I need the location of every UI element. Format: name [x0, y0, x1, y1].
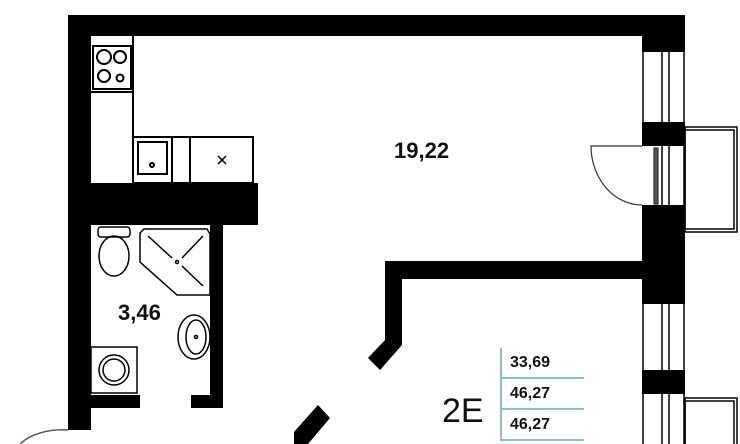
apartment-type: 2E	[442, 392, 484, 430]
kitchen	[91, 36, 254, 184]
area-row: 33,69	[502, 348, 584, 379]
bathroom-fixtures	[19, 226, 211, 444]
area-table: 33,69 46,27 46,27	[500, 348, 584, 441]
area-row: 46,27	[502, 410, 584, 441]
walls	[68, 15, 685, 444]
balcony-door	[590, 145, 659, 206]
area-row: 46,27	[502, 379, 584, 410]
main-room-area: 19,22	[394, 138, 450, 163]
bathroom-area: 3,46	[118, 300, 161, 325]
windows	[642, 52, 738, 444]
